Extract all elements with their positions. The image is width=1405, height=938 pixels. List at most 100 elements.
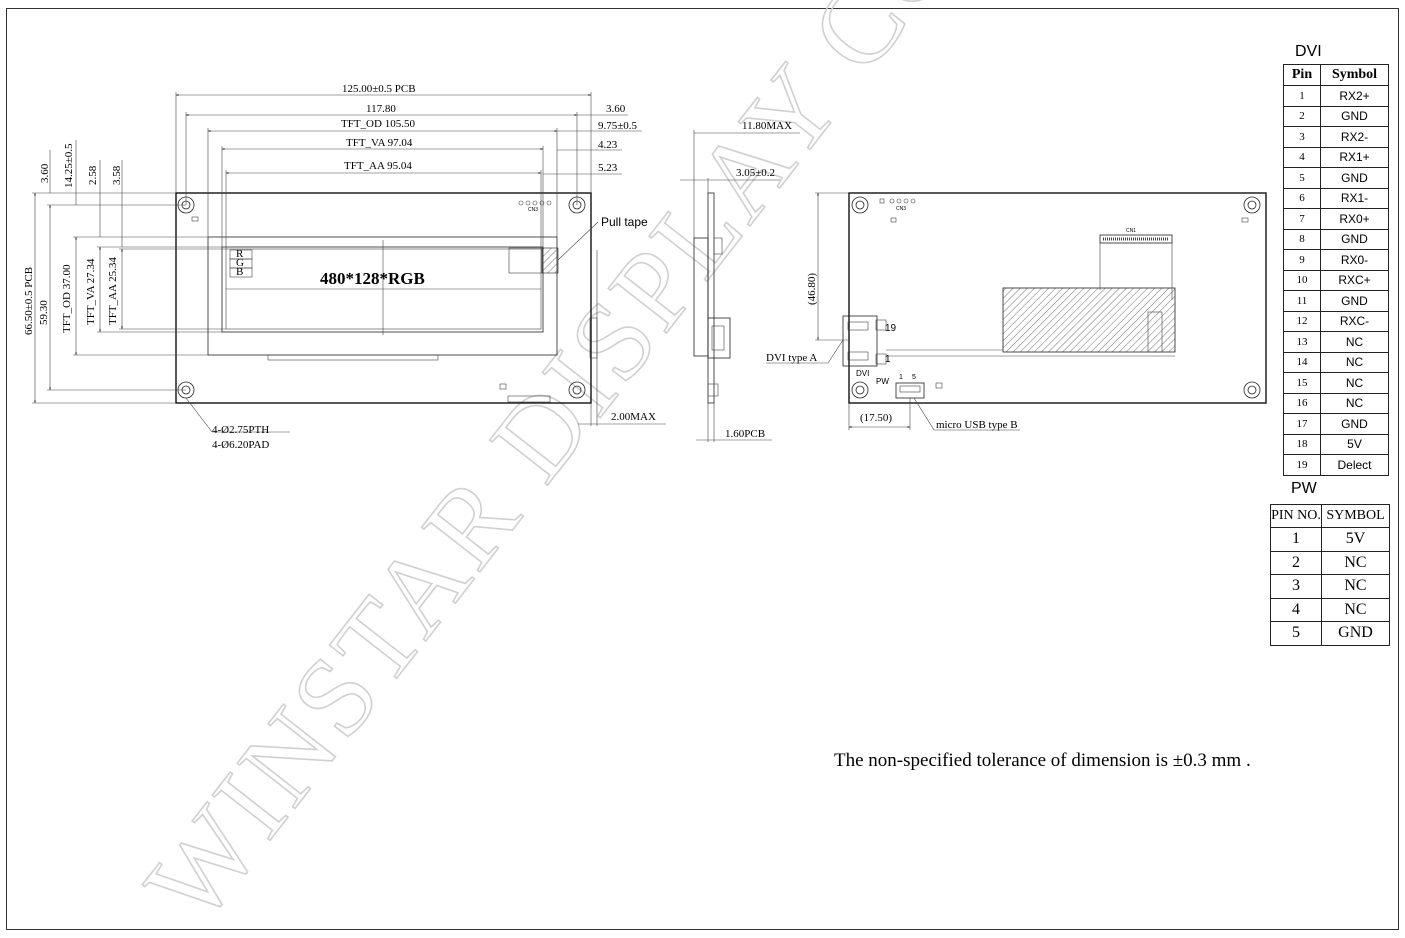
dvi-pin-symbol: Delect <box>1320 454 1389 476</box>
dvi-pin-symbol: NC <box>1320 392 1389 414</box>
dim-side-offset: 3.05±0.2 <box>736 167 775 179</box>
dvi-pin-number: 16 <box>1283 392 1321 414</box>
dvi-pin-number: 18 <box>1283 433 1321 455</box>
pw-pin-number: 2 <box>1270 550 1322 575</box>
dim-hole-offset-x: 3.60 <box>606 103 626 115</box>
dvi-pin-number: 2 <box>1283 105 1321 127</box>
usb-connector-label: micro USB type B <box>936 419 1018 431</box>
dvi-pin-symbol: NC <box>1320 351 1389 373</box>
pw-pin-number: 4 <box>1270 597 1322 622</box>
dim-back-horizontal: (17.50) <box>860 412 892 424</box>
pw-pin-symbol: NC <box>1321 574 1390 599</box>
side-view: 11.80MAX 3.05±0.2 1.60PCB <box>680 120 800 442</box>
dvi-pin-number: 5 <box>1283 167 1321 189</box>
rgb-label-g: G <box>236 257 244 269</box>
back-pcb-outline <box>848 192 1267 404</box>
back-view: CN3 CN1 19 1 DVI PW 1 5 DVI type A <box>766 192 1267 431</box>
dim-tft-od-width: TFT_OD 105.50 <box>341 118 415 130</box>
pw-table-title: PW <box>1291 480 1317 497</box>
dvi-pin-symbol: GND <box>1320 105 1389 127</box>
dvi-pin-symbol: GND <box>1320 290 1389 312</box>
dvi-pin-number: 13 <box>1283 331 1321 353</box>
pw-pin-1: 1 <box>899 374 903 381</box>
dvi-pin-symbol: NC <box>1320 372 1389 394</box>
dvi-pin-symbol: NC <box>1320 331 1389 353</box>
tft-outline <box>207 236 558 356</box>
dvi-connector <box>842 315 878 367</box>
dim-va-offset-y: 2.58 <box>87 165 99 185</box>
dvi-pin-number: 10 <box>1283 269 1321 291</box>
hole-note-pad: 4-Ø6.20PAD <box>212 439 269 451</box>
dim-pcb-width: 125.00±0.5 PCB <box>342 83 416 95</box>
dvi-pin-symbol: RX0- <box>1320 249 1389 271</box>
dvi-connector-label: DVI type A <box>766 352 817 364</box>
dvi-pin-symbol: GND <box>1320 228 1389 250</box>
pull-tape-area <box>541 247 559 274</box>
pw-header-pin: PIN NO. <box>1270 504 1322 528</box>
dim-tft-od-height: TFT_OD 37.00 <box>61 264 73 333</box>
dvi-header-pin: Pin <box>1283 64 1321 86</box>
watermark: WINSTAR DISPLAY CO., LTD. <box>122 0 1199 938</box>
dvi-pin-symbol: RX2+ <box>1320 85 1389 107</box>
dim-tft-va-width: TFT_VA 97.04 <box>346 137 413 149</box>
cn1-label: CN1 <box>1126 228 1136 234</box>
rgb-label-r: R <box>236 248 244 260</box>
rgb-label-b: B <box>236 266 243 278</box>
pw-pin-symbol: GND <box>1321 621 1390 646</box>
dim-tft-va-height: TFT_VA 27.34 <box>85 258 97 325</box>
dim-tft-aa-width: TFT_AA 95.04 <box>344 160 412 172</box>
dvi-pin-number: 9 <box>1283 249 1321 271</box>
front-pcb-outline <box>175 192 592 404</box>
dvi-table-title: DVI <box>1295 43 1322 60</box>
dvi-pin-1: 1 <box>885 354 891 365</box>
dvi-pin-symbol: RX1+ <box>1320 146 1389 168</box>
pw-pin-number: 5 <box>1270 621 1322 646</box>
dvi-pin-symbol: RX0+ <box>1320 208 1389 230</box>
dim-va-offset-x: 4.23 <box>598 139 618 151</box>
dim-side-total: 11.80MAX <box>742 120 792 132</box>
flex-cable-area <box>1002 287 1176 353</box>
dvi-pin-symbol: RXC+ <box>1320 269 1389 291</box>
dvi-pin-number: 8 <box>1283 228 1321 250</box>
dvi-pin-number: 17 <box>1283 413 1321 435</box>
dim-aa-offset-y: 3.58 <box>111 165 123 185</box>
display-resolution-label: 480*128*RGB <box>320 269 425 288</box>
dvi-pin-number: 7 <box>1283 208 1321 230</box>
pw-pin-number: 3 <box>1270 574 1322 599</box>
dim-back-vertical: (46.80) <box>806 273 818 305</box>
back-cn3-label: CN3 <box>896 206 906 212</box>
hole-note-pth: 4-Ø2.75PTH <box>212 424 269 436</box>
dim-hole-offset-y: 3.60 <box>39 163 51 183</box>
dvi-pin-symbol: RX2- <box>1320 126 1389 148</box>
pw-silk-label: PW <box>876 377 889 386</box>
front-cn3-label: CN3 <box>528 207 538 213</box>
dim-pcb-height: 66.50±0.5 PCB <box>23 267 35 335</box>
dvi-silk-label: DVI <box>856 369 869 378</box>
pw-pin-5: 5 <box>912 374 916 381</box>
dvi-pin-number: 6 <box>1283 187 1321 209</box>
mount-hole-br <box>568 381 586 399</box>
dvi-pin-symbol: GND <box>1320 413 1389 435</box>
dvi-pin-19: 19 <box>885 323 897 334</box>
cn1-connector <box>1099 234 1173 244</box>
dvi-pin-number: 15 <box>1283 372 1321 394</box>
